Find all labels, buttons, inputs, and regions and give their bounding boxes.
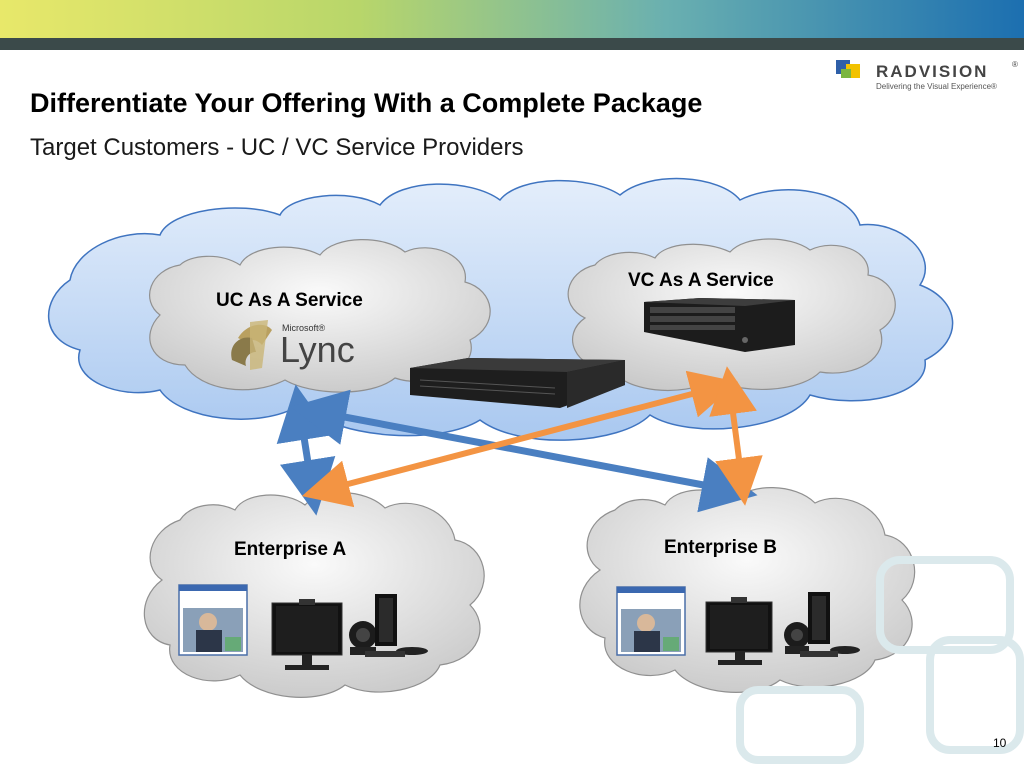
- enterprise-b-codec-tower: [808, 592, 830, 644]
- logo-tagline: Delivering the Visual Experience®: [876, 82, 997, 91]
- orange-arrow-vc-to-enterprise-a: [301, 370, 739, 508]
- enterprise-a-monitor: [271, 599, 343, 670]
- slide-title: Differentiate Your Offering With a Compl…: [30, 88, 703, 118]
- slide-subtitle: Target Customers - UC / VC Service Provi…: [30, 134, 524, 161]
- enterprise-b-pc-window: [616, 586, 686, 656]
- lync-wordmark: Lync: [280, 329, 355, 370]
- lync-microsoft-text: Microsoft®: [282, 323, 326, 333]
- vc-cloud-label: VC As A Service: [628, 270, 774, 291]
- blue-arrow-uc-to-enterprise-a: [276, 384, 336, 516]
- uc-cloud-label: UC As A Service: [216, 290, 363, 311]
- vc-rack-server: [644, 298, 795, 352]
- top-banner: [0, 0, 1024, 50]
- logo-squares-icon: [836, 60, 860, 78]
- logo-wordmark: RADVISION: [876, 62, 989, 81]
- logo-registered: ®: [1012, 60, 1018, 69]
- radvision-logo: RADVISION ® Delivering the Visual Experi…: [836, 58, 1018, 94]
- lync-logo-icon: [231, 320, 272, 370]
- enterprise-a-pc-window: [178, 584, 248, 656]
- enterprise-a-camera: [349, 621, 377, 655]
- enterprise-b-label: Enterprise B: [664, 537, 777, 558]
- enterprise-a-keyboard: [365, 647, 428, 657]
- enterprise-b-camera: [784, 622, 810, 654]
- orange-arrow-vc-to-enterprise-b: [709, 366, 763, 506]
- enterprise-a-codec-tower: [375, 594, 397, 646]
- enterprise-b-keyboard: [800, 646, 860, 657]
- decorative-shapes: [736, 556, 1024, 764]
- enterprise-a-label: Enterprise A: [234, 539, 347, 560]
- enterprise-b-monitor: [705, 597, 773, 665]
- page-number: 10: [993, 736, 1007, 750]
